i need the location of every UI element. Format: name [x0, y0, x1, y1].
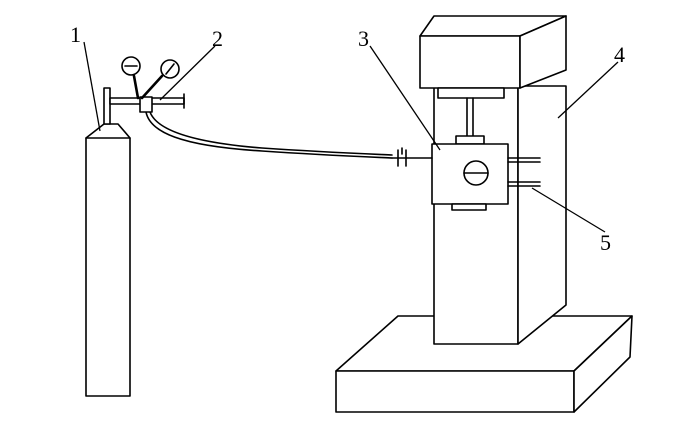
label-test-chamber: 3	[358, 26, 369, 51]
inlet-valve	[391, 147, 433, 167]
gas-hose	[145, 111, 393, 159]
pressure-regulator	[109, 56, 185, 113]
machine-head	[419, 15, 567, 89]
test-chamber	[431, 143, 509, 211]
machine-column	[433, 85, 567, 345]
label-pressure-regulator: 2	[212, 26, 223, 51]
label-gas-cylinder: 1	[70, 22, 81, 47]
side-fitting	[507, 157, 541, 187]
label-testing-machine: 4	[614, 42, 625, 67]
label-side-fitting: 5	[600, 230, 611, 255]
spindle	[437, 87, 505, 145]
gas-cylinder	[85, 87, 131, 397]
leader-lines	[83, 41, 619, 233]
